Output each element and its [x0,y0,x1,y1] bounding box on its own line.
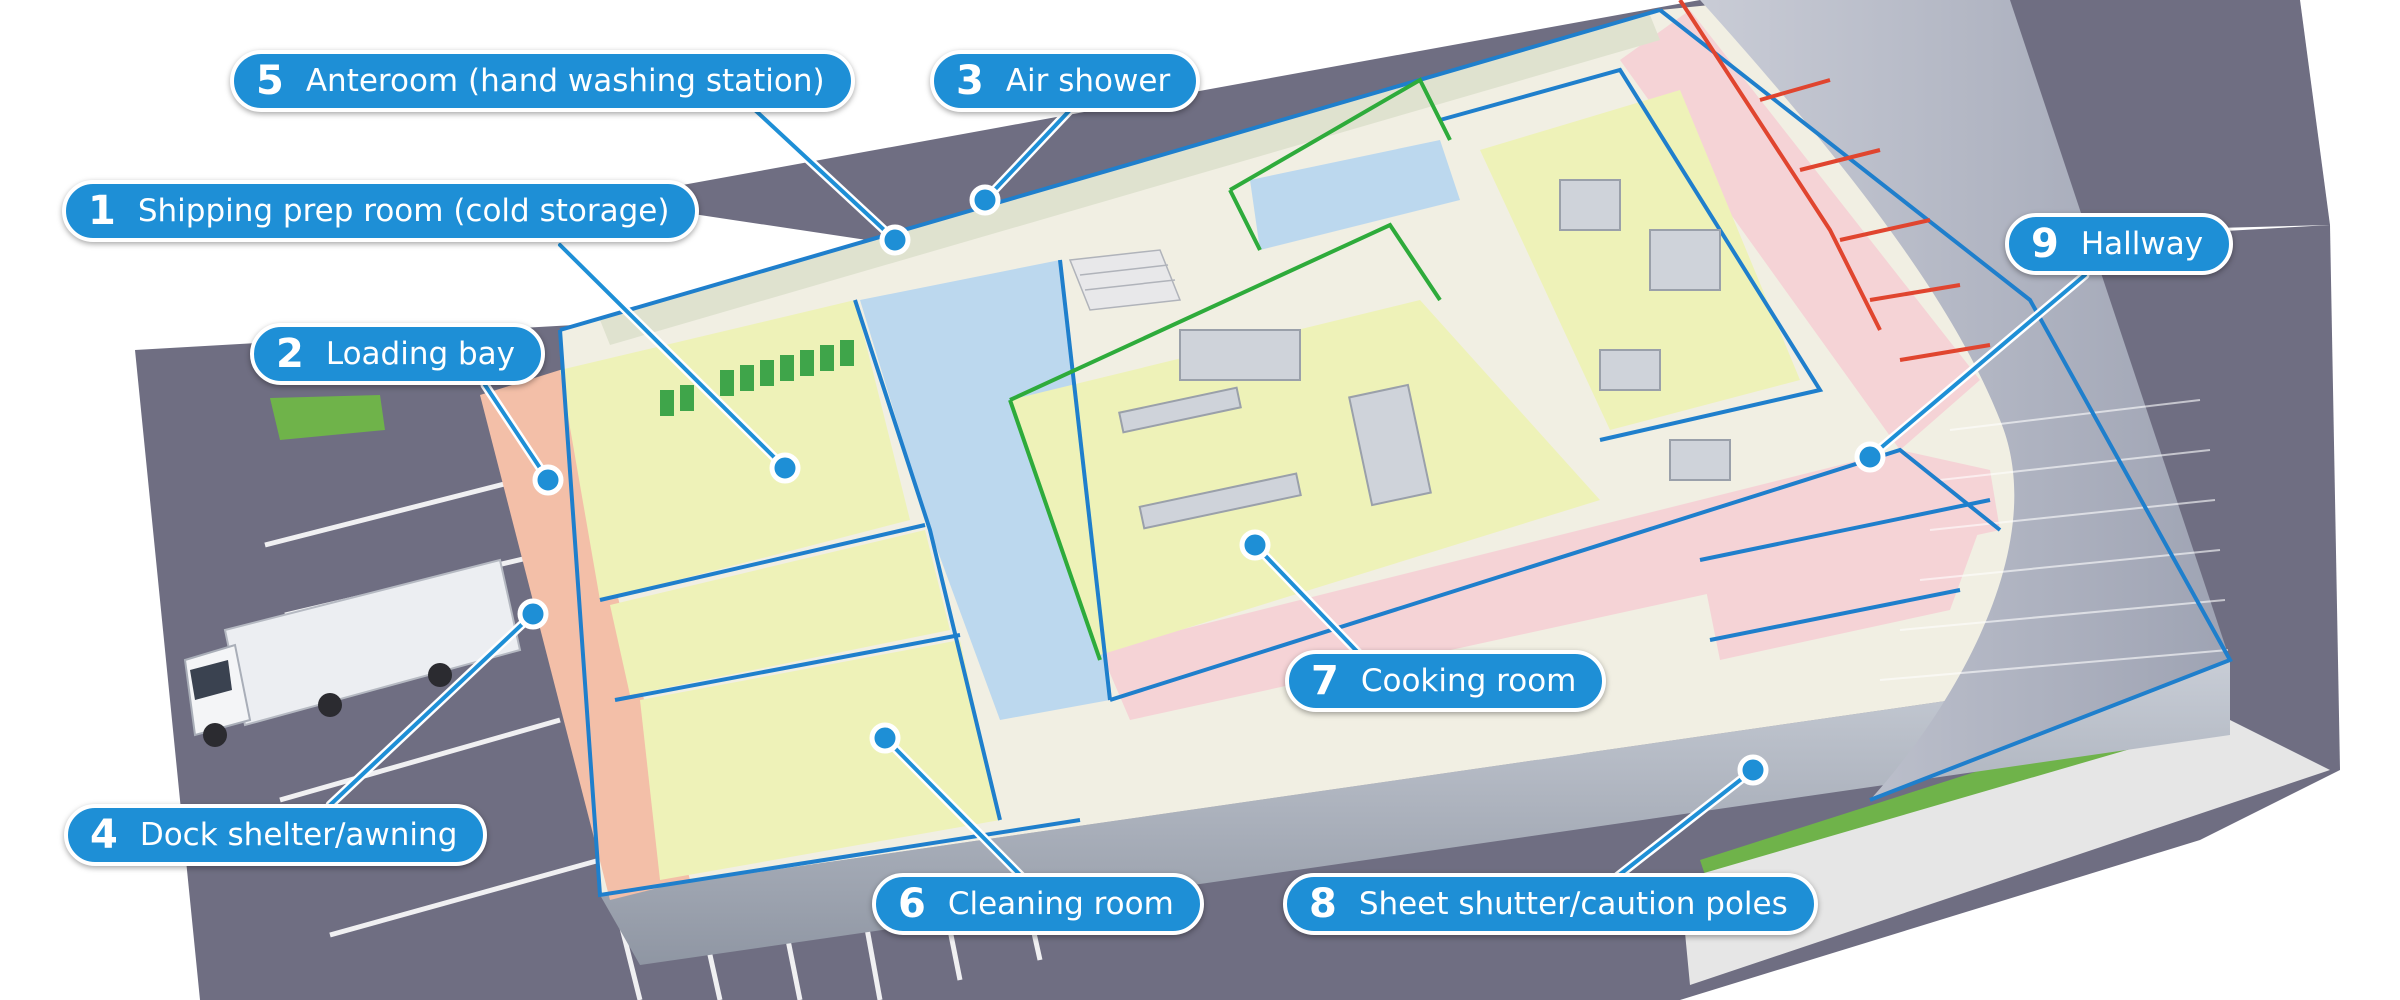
location-markers [517,184,1886,786]
truck [183,558,522,747]
callout-loading-bay[interactable]: 2 Loading bay [250,323,546,385]
callout-label: Loading bay [325,336,516,372]
callout-air-shower[interactable]: 3 Air shower [930,50,1201,112]
marker-air-shower [969,184,1001,216]
callout-label: Cooking room [1360,663,1577,699]
callout-label: Hallway [2080,226,2204,262]
roof-cutaway [1700,0,2230,800]
callout-dock-shelter[interactable]: 4 Dock shelter/awning [64,804,488,866]
callout-label: Dock shelter/awning [139,817,458,853]
callout-hallway[interactable]: 9 Hallway [2005,213,2234,275]
blue-corridor-floor [860,260,1110,720]
callout-anteroom[interactable]: 5 Anteroom (hand washing station) [230,50,855,112]
hallway-floor-lower [1700,500,1990,660]
callout-cooking-room[interactable]: 7 Cooking room [1285,650,1607,712]
kitchen-equipment [1118,179,1731,530]
callout-number: 5 [256,58,284,104]
shipping-prep-room-floor [560,300,910,600]
cleaning-room-floor [640,640,1000,880]
callout-number: 4 [90,812,118,858]
back-wall [600,15,1660,345]
leader-lines [325,105,2090,895]
callout-shipping-prep-room[interactable]: 1 Shipping prep room (cold storage) [62,180,700,242]
red-walls [1678,0,1991,362]
marker-shipping-prep-room [769,452,801,484]
callout-label: Air shower [1005,63,1171,99]
marker-loading-bay [532,464,564,496]
sidewalk-right [1680,720,2330,985]
marker-sheet-shutter [1737,754,1769,786]
marker-hallway [1854,441,1886,473]
callout-number: 7 [1311,658,1339,704]
callout-number: 6 [898,881,926,927]
grass-strip-left [270,395,385,440]
callout-number: 8 [1309,881,1337,927]
callout-cleaning-room[interactable]: 6 Cleaning room [872,873,1204,935]
stairs [1068,249,1182,311]
hallway-floor-right [1620,10,1980,450]
callout-label: Anteroom (hand washing station) [305,63,825,99]
blue-top-room-floor [1250,140,1460,250]
callout-label: Sheet shutter/caution poles [1358,886,1788,922]
marker-cooking-room [1239,529,1271,561]
roof-ribs [1879,399,2229,681]
callout-label: Cleaning room [947,886,1174,922]
marker-dock-shelter [517,598,549,630]
middle-room-floor [610,530,950,695]
green-walls [1008,77,1452,661]
callout-number: 9 [2031,221,2059,267]
callout-number: 1 [88,188,116,234]
callout-label: Shipping prep room (cold storage) [137,193,670,229]
marker-anteroom [879,224,911,256]
storage-rooms-floor [1480,90,1800,430]
cooking-room-floor [1010,300,1600,655]
marker-cleaning-room [869,722,901,754]
green-crates [660,340,854,416]
callout-number: 2 [276,331,304,377]
callout-sheet-shutter[interactable]: 8 Sheet shutter/caution poles [1283,873,1818,935]
callout-number: 3 [956,58,984,104]
loading-bay-floor [480,370,690,900]
